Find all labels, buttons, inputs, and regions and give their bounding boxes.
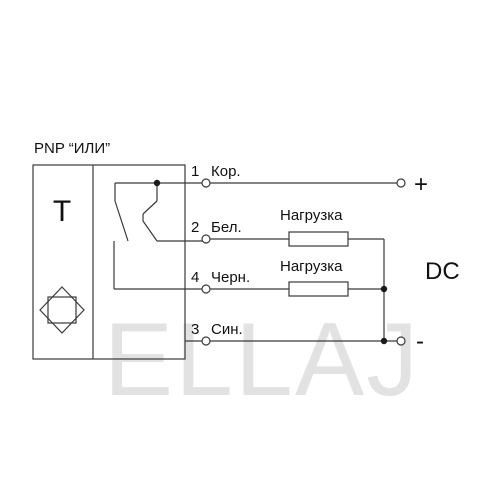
load-resistor-2 (288, 281, 349, 297)
wire-3: 3 Син. (185, 321, 406, 346)
wire-4-number: 4 (191, 269, 199, 286)
junction-dot (153, 179, 161, 187)
wire-4: 4 Черн. Нагрузка (191, 258, 388, 297)
junction-dot (380, 337, 388, 345)
wire-3-name: Син. (211, 321, 243, 338)
terminal-1 (201, 178, 211, 188)
wire-3-number: 3 (191, 321, 199, 338)
wire-1: 1 Кор. (191, 163, 406, 188)
wire-1-number: 1 (191, 163, 199, 180)
load-resistor-1 (288, 231, 349, 247)
sensor-body: T (32, 164, 186, 360)
supply-minus-terminal (396, 336, 406, 346)
inductive-target-icon (39, 286, 85, 334)
wire-2: 2 Бел. Нагрузка (191, 207, 385, 341)
output-switches (113, 179, 206, 290)
wire-4-name: Черн. (211, 269, 250, 286)
supply-dc-label: DC (425, 258, 460, 285)
supply-plus-terminal (396, 178, 406, 188)
supply-plus-label: + (414, 171, 428, 198)
sensor-block-letter: T (53, 195, 71, 228)
load-1-label: Нагрузка (280, 207, 343, 224)
junction-dot (380, 285, 388, 293)
load-2-label: Нагрузка (280, 258, 343, 275)
terminal-4 (201, 284, 211, 294)
sensor-type-label: PNP “ИЛИ” (34, 140, 110, 157)
terminal-2 (201, 234, 211, 244)
wire-2-number: 2 (191, 219, 199, 236)
watermark: ELLAJ (104, 302, 420, 418)
wire-2-name: Бел. (211, 219, 242, 236)
wire-1-name: Кор. (211, 163, 241, 180)
terminal-3 (201, 336, 211, 346)
supply-minus-label: - (416, 328, 424, 355)
